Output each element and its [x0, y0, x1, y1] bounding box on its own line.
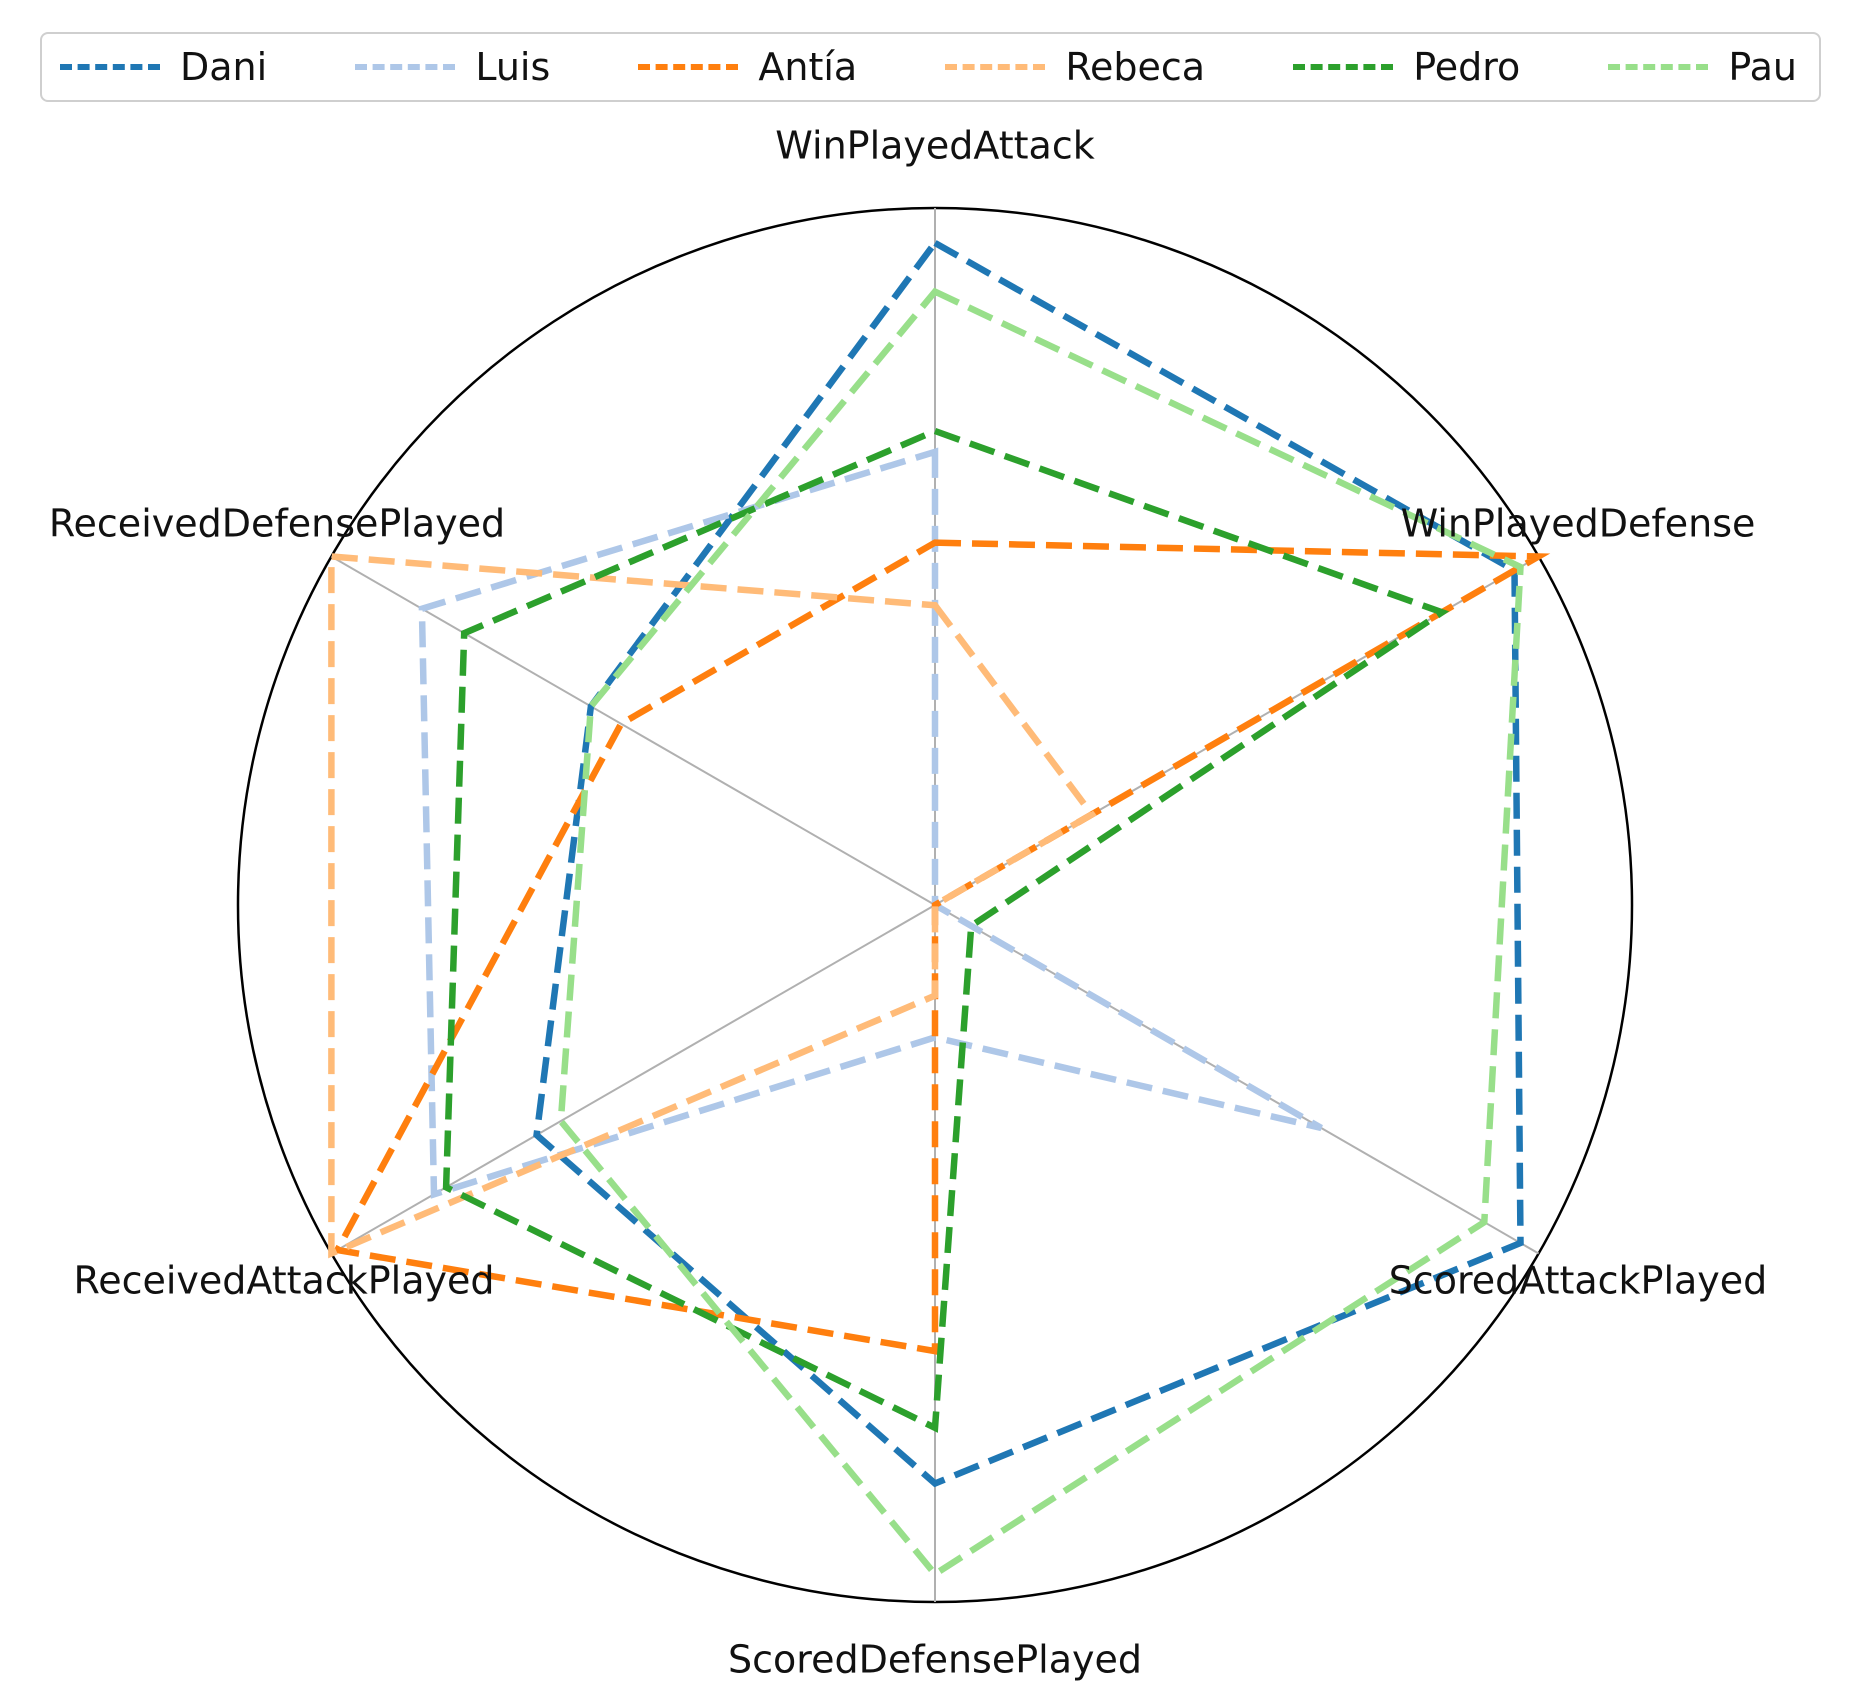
- legend-item-rebeca: Rebeca: [945, 45, 1205, 89]
- series-line-dani: [533, 238, 1524, 1488]
- legend-label: Pau: [1728, 45, 1797, 89]
- legend-label: Dani: [180, 45, 268, 89]
- radar-spoke: [330, 904, 936, 1255]
- legend-item-pau: Pau: [1608, 45, 1797, 89]
- legend-label: Rebeca: [1065, 45, 1206, 89]
- axis-labels: WinPlayedAttackWinPlayedDefenseScoredAtt…: [49, 124, 1767, 1682]
- radar-series: [328, 238, 1551, 1579]
- series-line-luis: [418, 447, 1323, 1199]
- axis-label-receiveddefenseplayed: ReceivedDefensePlayed: [49, 502, 505, 546]
- legend-label: Pedro: [1413, 45, 1521, 89]
- legend-swatch: [945, 64, 1046, 70]
- axis-label-winplayeddefense: WinPlayedDefense: [1401, 502, 1756, 546]
- axis-label-scoredattackplayed: ScoredAttackPlayed: [1389, 1259, 1768, 1303]
- chart-legend: Dani Luis Antía Rebeca Pedro Pau: [40, 32, 1821, 102]
- legend-item-antia: Antía: [638, 45, 857, 89]
- series-line-pau: [557, 287, 1524, 1579]
- legend-label: Antía: [758, 45, 858, 89]
- axis-label-scoreddefenseplayed: ScoredDefensePlayed: [728, 1638, 1142, 1682]
- legend-swatch: [638, 64, 739, 70]
- axis-label-receivedattackplayed: ReceivedAttackPlayed: [74, 1259, 495, 1303]
- legend-swatch: [1293, 64, 1394, 70]
- legend-item-luis: Luis: [355, 45, 550, 89]
- legend-swatch: [60, 64, 160, 70]
- axis-label-winplayedattack: WinPlayedAttack: [775, 124, 1094, 168]
- legend-swatch: [1608, 64, 1709, 70]
- radar-spoke: [330, 555, 936, 906]
- legend-item-pedro: Pedro: [1293, 45, 1520, 89]
- legend-item-dani: Dani: [60, 45, 267, 89]
- legend-label: Luis: [475, 45, 551, 89]
- legend-swatch: [355, 64, 456, 70]
- series-line-pedro: [442, 427, 1450, 1433]
- series-line-antia: [332, 539, 1551, 1355]
- series-line-rebeca: [328, 552, 1097, 1259]
